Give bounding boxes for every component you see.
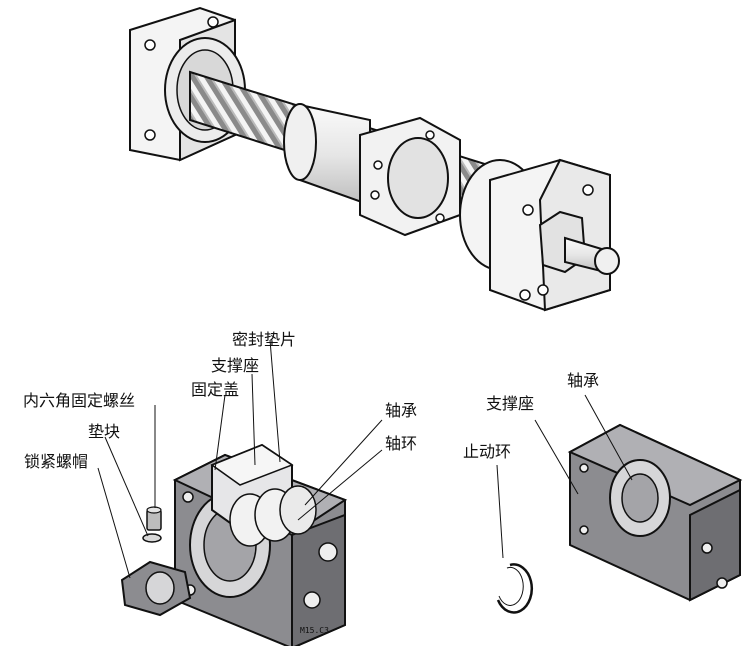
label-hex-screw: 内六角固定螺丝 <box>23 391 136 410</box>
bearing-stack <box>229 485 317 547</box>
label-support-seat-right: 支撑座 <box>486 394 535 413</box>
label-sealing-gasket: 密封垫片 <box>232 330 297 349</box>
support-block-right <box>567 423 743 602</box>
fixed-side-exploded-view: M15.C3 <box>97 339 383 646</box>
label-shaft-ring: 轴环 <box>385 434 418 453</box>
spacer-block <box>142 533 162 543</box>
label-bearing-right: 轴承 <box>567 371 600 390</box>
support-side-view <box>496 394 743 614</box>
hex-screw <box>146 506 162 531</box>
ball-nut-cylinder <box>283 103 371 207</box>
leader-lines-right <box>496 394 633 559</box>
label-spacer-block: 垫块 <box>88 422 121 441</box>
ball-nut-flange <box>359 116 461 237</box>
label-support-seat-left: 支撑座 <box>211 356 260 375</box>
label-fixed-cover: 固定盖 <box>191 380 240 399</box>
right-end-support <box>459 158 620 312</box>
leader-lines-left <box>97 339 383 579</box>
part-marking: M15.C3 <box>300 626 329 635</box>
retaining-ring <box>496 563 534 614</box>
lock-nut <box>120 560 192 617</box>
label-lock-nut: 锁紧螺帽 <box>24 452 89 471</box>
label-bearing-left: 轴承 <box>385 401 418 420</box>
ball-screw-assembly <box>129 6 620 312</box>
label-retaining-ring: 止动环 <box>463 442 512 461</box>
